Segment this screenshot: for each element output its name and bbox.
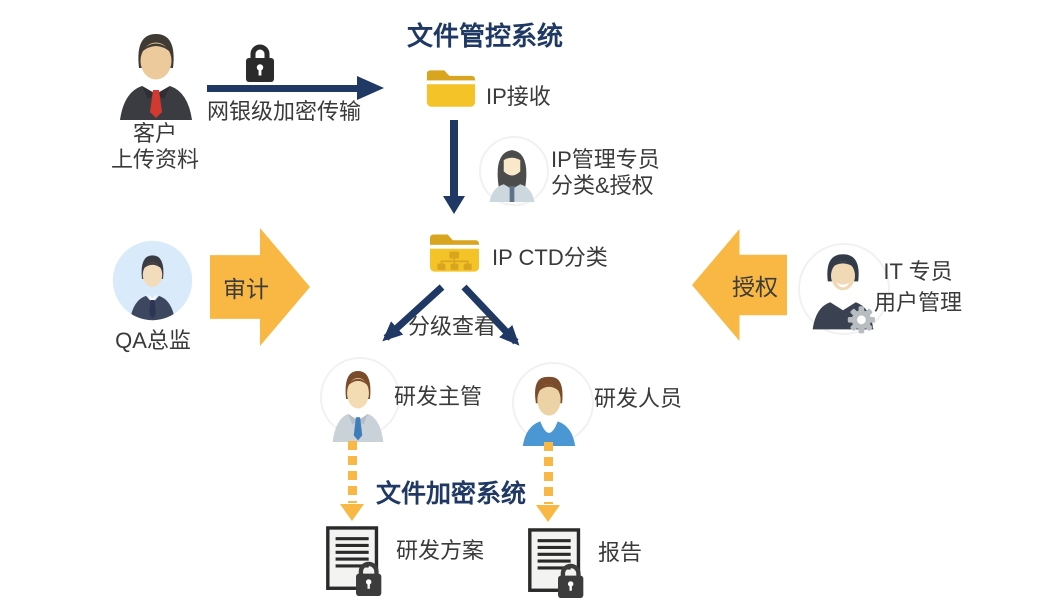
customer-label: 客户 上传资料 — [95, 121, 215, 173]
control-system-title: 文件管控系统 — [406, 21, 563, 51]
rd-manager-person-icon — [332, 370, 384, 442]
report-label: 报告 — [598, 540, 643, 565]
customer-label-line1: 客户 — [132, 121, 177, 146]
it-label-line1: IT 专员 — [883, 259, 953, 284]
folder-receive-icon — [426, 70, 476, 107]
org-chart-glyph — [437, 251, 472, 270]
rd-plan-document-icon — [326, 526, 382, 597]
encryption-system-title: 文件加密系统 — [376, 480, 527, 508]
audit-arrow: 审计 — [210, 228, 310, 346]
it-person-icon — [812, 254, 875, 334]
tiered-view-label: 分级查看 — [408, 314, 497, 339]
transfer-arrow-shaft — [207, 85, 357, 92]
manager-label-line2: 分类&授权 — [551, 173, 654, 198]
rd-plan-label: 研发方案 — [396, 538, 485, 563]
lock-icon — [246, 44, 274, 82]
report-document-icon — [528, 528, 584, 599]
rd-manager-label: 研发主管 — [394, 384, 483, 409]
qa-director-label: QA总监 — [115, 328, 191, 353]
receive-label: IP接收 — [486, 84, 551, 109]
customer-label-line2: 上传资料 — [110, 146, 199, 172]
customer-person-icon — [120, 34, 192, 120]
rd-staff-label: 研发人员 — [594, 386, 683, 411]
manager-halo — [479, 136, 549, 206]
folder-ctd-icon — [429, 234, 480, 272]
rd-manager-dotted-arrow — [340, 441, 364, 521]
rd-staff-dotted-arrow — [536, 442, 560, 522]
audit-arrow-label: 审计 — [223, 276, 269, 302]
transfer-arrow-head — [357, 76, 384, 100]
it-label: IT 专员 用户管理 — [860, 256, 976, 318]
manager-label: IP管理专员 分类&授权 — [551, 147, 660, 199]
it-halo — [798, 243, 890, 335]
tiered-view-arrows — [382, 284, 520, 346]
qa-director-avatar — [112, 240, 193, 321]
ctd-label: IP CTD分类 — [492, 245, 608, 270]
authorize-arrow-label: 授权 — [732, 274, 778, 300]
rd-staff-person-icon — [522, 376, 576, 446]
receive-down-arrow-head — [443, 196, 465, 214]
receive-down-arrow-shaft — [450, 120, 458, 196]
manager-person-icon — [489, 150, 535, 202]
gear-icon — [847, 306, 875, 334]
transfer-label: 网银级加密传输 — [206, 99, 361, 124]
it-label-line2: 用户管理 — [873, 290, 962, 315]
manager-label-line1: IP管理专员 — [551, 147, 660, 172]
authorize-arrow: 授权 — [692, 229, 787, 341]
